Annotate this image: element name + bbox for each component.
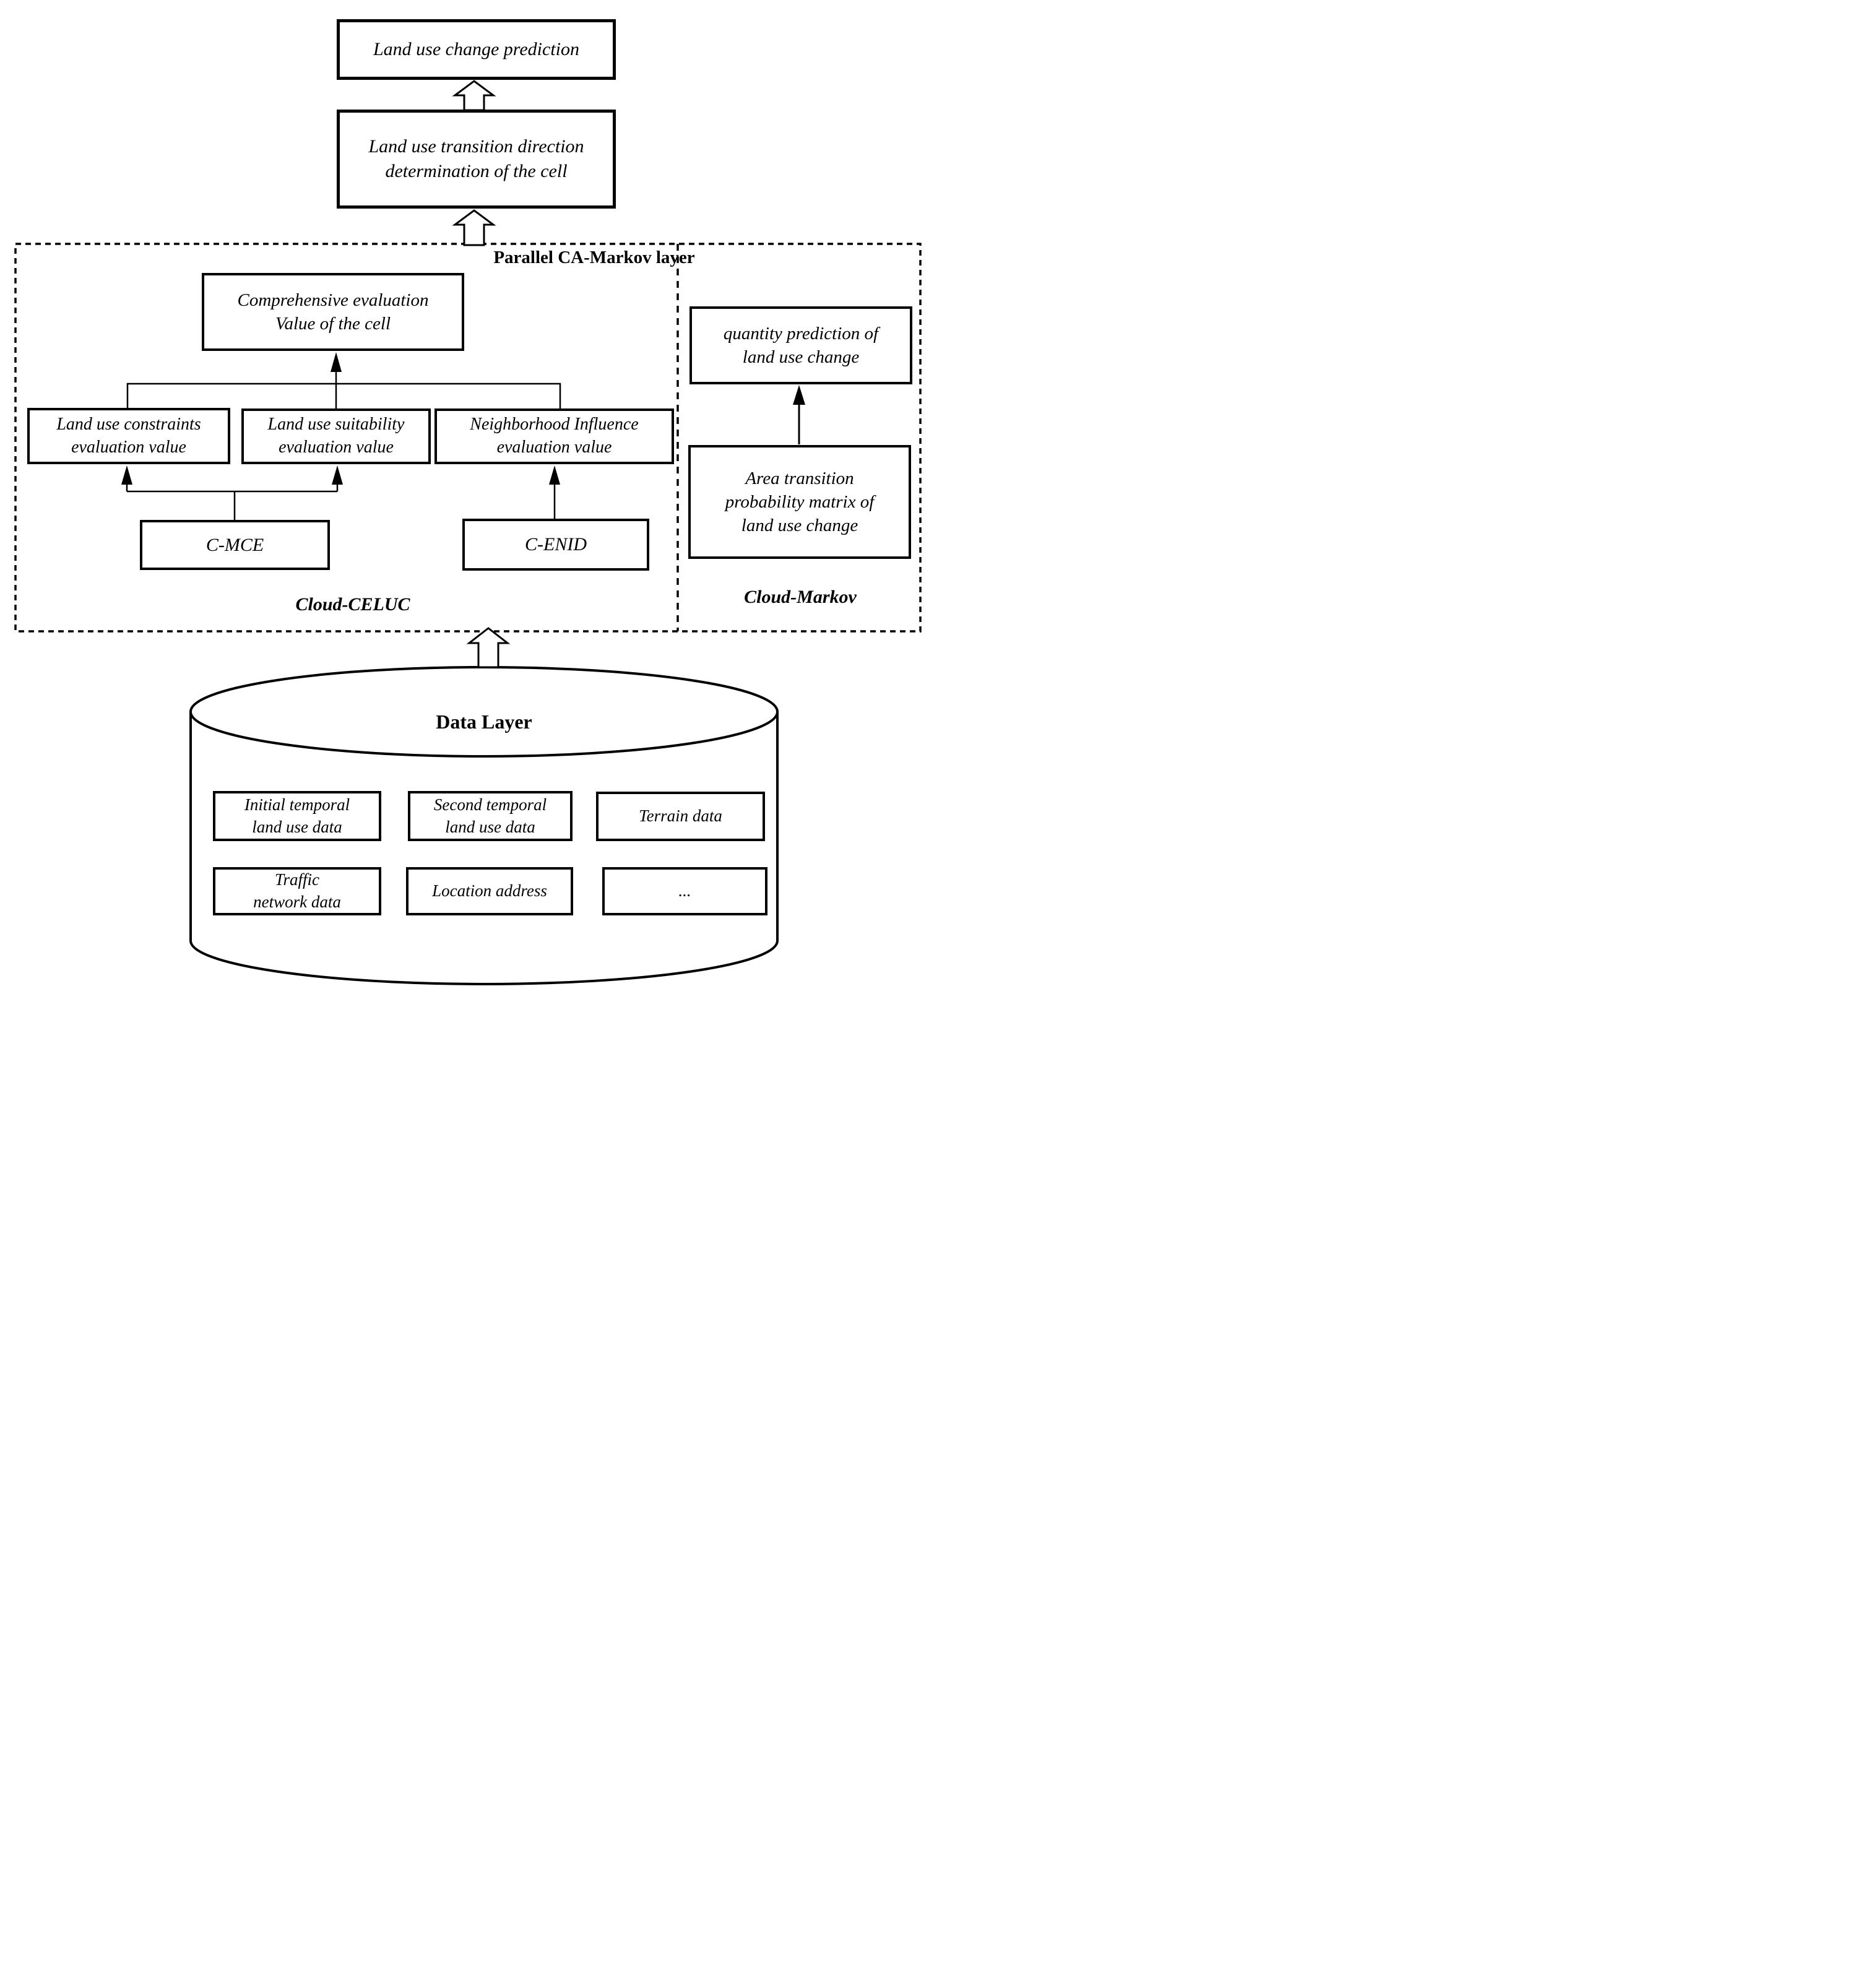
node-initial-temporal-data: Initial temporal land use data <box>213 791 381 841</box>
node-label-line2: determination of the cell <box>385 161 568 181</box>
node-label-line2: land use data <box>252 817 342 836</box>
node-comprehensive-evaluation: Comprehensive evaluation Value of the ce… <box>202 273 464 351</box>
cloud-markov-label: Cloud-Markov <box>744 587 857 607</box>
node-land-use-suitability: Land use suitability evaluation value <box>241 408 431 464</box>
node-label-line1: Second temporal <box>433 795 547 814</box>
arrowhead-to-comprehensive <box>331 352 342 372</box>
node-label-line1: Traffic <box>274 870 320 889</box>
node-more-data: ... <box>602 867 767 915</box>
diagram-shapes-layer <box>14 80 922 985</box>
node-traffic-network-data: Traffic network data <box>213 867 381 915</box>
node-label-line1: Neighborhood Influence <box>470 415 639 434</box>
node-label: ... <box>678 881 691 901</box>
data-layer-cylinder-body <box>189 712 779 985</box>
node-cenid: C-ENID <box>462 519 649 571</box>
node-cmce: C-MCE <box>140 520 330 570</box>
connector-cmce <box>126 483 339 521</box>
block-arrow-data-to-layer <box>466 627 511 668</box>
node-second-temporal-data: Second temporal land use data <box>408 791 573 841</box>
node-label-line1: quantity prediction of <box>723 323 879 344</box>
node-label: Land use change prediction <box>373 39 579 60</box>
node-label-line2: evaluation value <box>279 438 394 457</box>
node-label: Terrain data <box>639 806 722 826</box>
node-transition-direction-determination: Land use transition direction determinat… <box>337 110 616 209</box>
node-land-use-constraints: Land use constraints evaluation value <box>27 408 230 464</box>
block-arrow-layer-to-transition <box>452 209 496 246</box>
node-label-line3: land use change <box>741 516 858 536</box>
arrowhead-to-neighborhood <box>549 465 560 485</box>
arrowhead-to-suitability <box>332 465 343 485</box>
node-neighborhood-influence: Neighborhood Influence evaluation value <box>434 408 674 464</box>
node-label-line2: network data <box>253 892 341 911</box>
node-label-line2: evaluation value <box>496 438 612 457</box>
ca-markov-layer-title: Parallel CA-Markov layer <box>493 248 695 267</box>
arrowhead-to-quantity <box>793 385 805 405</box>
node-label-line2: evaluation value <box>71 437 186 457</box>
node-label: Location address <box>432 881 547 901</box>
flow-diagram: Land use change prediction Land use tran… <box>0 0 938 994</box>
data-layer-title: Data Layer <box>436 711 532 733</box>
node-label-line1: Land use transition direction <box>368 136 584 157</box>
node-label-line2: land use change <box>742 347 860 367</box>
node-label: C-MCE <box>205 534 264 555</box>
node-quantity-prediction: quantity prediction of land use change <box>689 306 912 384</box>
node-label-line2: Value of the cell <box>275 314 391 334</box>
arrowhead-to-constraints <box>121 465 132 485</box>
node-label-line2: probability matrix of <box>725 491 875 512</box>
node-area-transition-matrix: Area transition probability matrix of la… <box>688 445 911 559</box>
node-label-line1: Land use constraints <box>56 414 201 434</box>
cloud-celuc-label: Cloud-CELUC <box>295 594 410 615</box>
node-label: C-ENID <box>525 534 587 555</box>
connector-evaluations-to-comprehensive <box>126 382 561 408</box>
node-label-line2: land use data <box>445 817 535 836</box>
node-terrain-data: Terrain data <box>596 792 765 841</box>
node-label-line1: Area transition <box>745 468 854 488</box>
node-label-line1: Land use suitability <box>267 415 405 434</box>
block-arrow-transition-to-prediction <box>452 80 496 111</box>
node-label-line1: Comprehensive evaluation <box>237 290 429 310</box>
ca-markov-layer-dashed-border <box>14 243 922 633</box>
node-location-address: Location address <box>406 867 573 915</box>
node-label-line1: Initial temporal <box>244 795 350 814</box>
node-land-use-change-prediction: Land use change prediction <box>337 19 616 80</box>
